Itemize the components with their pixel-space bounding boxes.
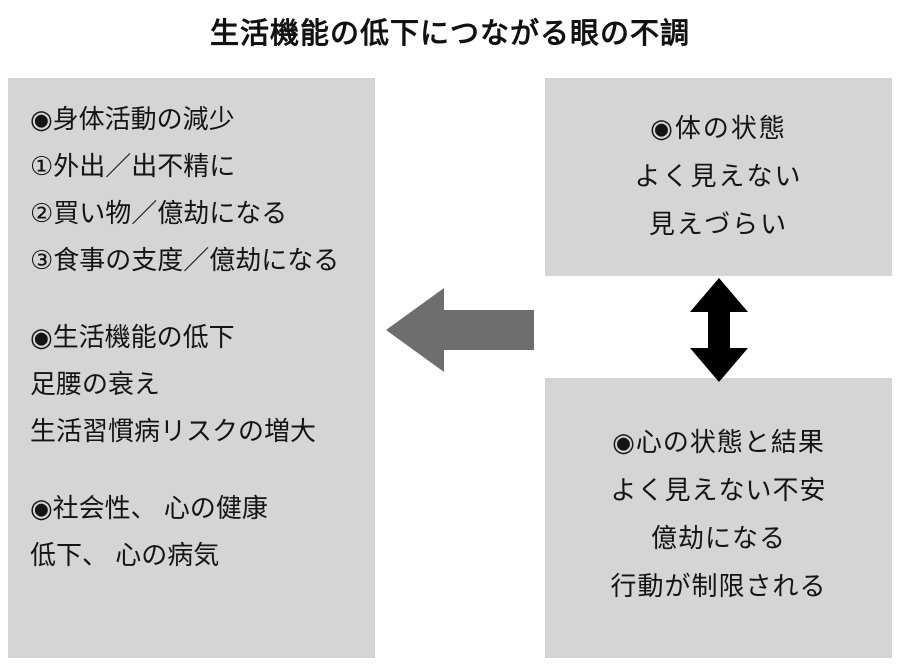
double-headed-vertical-arrow-icon (690, 278, 748, 382)
mind-condition-panel: ◉心の状態と結果 よく見えない不安 億劫になる 行動が制限される (545, 378, 892, 658)
left-outcomes-panel: ◉身体活動の減少 ①外出／出不精に ②買い物／億劫になる ③食事の支度／億劫にな… (8, 78, 375, 658)
right-bottom-panel-line: よく見えない不安 (610, 475, 827, 505)
spacer (30, 284, 375, 314)
left-panel-line: ◉生活機能の低下 (30, 322, 235, 352)
right-bottom-panel-line: 億劫になる (650, 523, 786, 553)
right-top-panel-line: 見えづらい (648, 209, 789, 239)
right-top-panel-line: よく見えない (634, 161, 803, 191)
right-top-panel-line: ◉体の状態 (650, 113, 787, 143)
left-panel-line: ③食事の支度／億劫になる (30, 245, 340, 275)
left-panel-line: ◉身体活動の減少 (30, 104, 235, 134)
right-bottom-panel-line: ◉心の状態と結果 (612, 427, 825, 457)
left-pointing-arrow-icon (386, 288, 534, 372)
body-condition-panel: ◉体の状態 よく見えない 見えづらい (545, 78, 892, 276)
left-panel-line: ◉社会性、 心の健康 (30, 493, 268, 523)
spacer (30, 455, 375, 485)
left-panel-line: 足腰の衰え (30, 369, 161, 399)
left-panel-line: ①外出／出不精に (30, 151, 236, 181)
left-panel-line: 生活習慣病リスクの増大 (30, 416, 317, 446)
left-panel-line: ②買い物／億劫になる (30, 198, 288, 228)
right-bottom-panel-line: 行動が制限される (610, 571, 827, 601)
page-title: 生活機能の低下につながる眼の不調 (209, 18, 690, 50)
left-panel-line: 低下、 心の病気 (30, 540, 220, 570)
